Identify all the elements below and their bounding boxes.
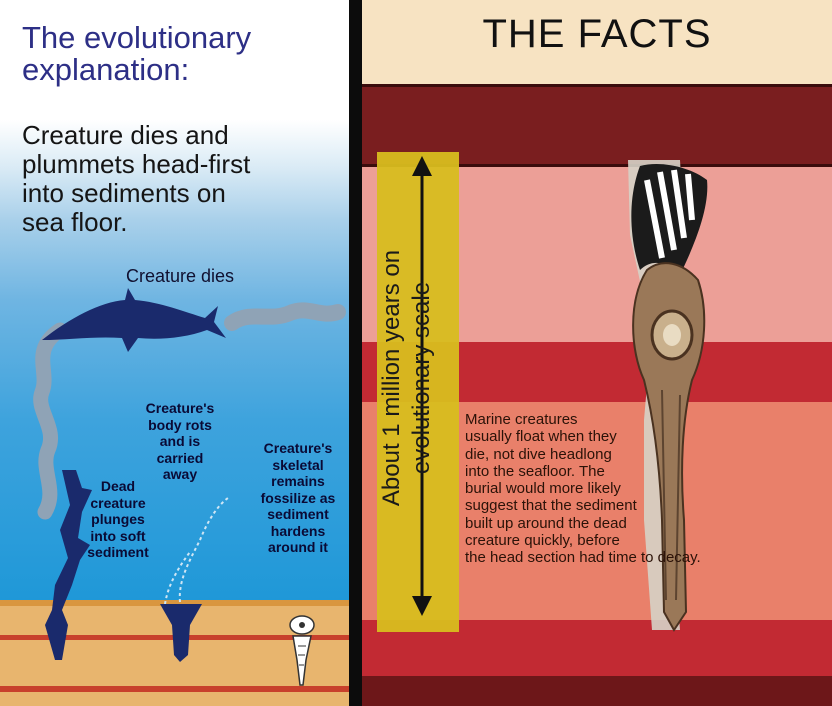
label-line: Creature's — [140, 400, 220, 417]
intro-text: Creature dies and plummets head-first in… — [22, 121, 342, 237]
intro-line: Creature dies and — [22, 121, 342, 150]
facts-line: suggest that the sediment — [465, 497, 770, 514]
label-line: plunges — [73, 511, 163, 528]
title-line-1: The evolutionary — [22, 22, 251, 54]
label-line: creature — [73, 495, 163, 512]
facts-line: creature quickly, before — [465, 532, 770, 549]
sinking-trail-top — [232, 310, 338, 323]
facts-line: into the seafloor. The — [465, 463, 770, 480]
evolutionary-explanation-panel: The evolutionary explanation: Creature d… — [0, 0, 349, 706]
label-line: body rots — [140, 417, 220, 434]
panel-divider — [349, 0, 362, 706]
facts-line: Marine creatures — [465, 411, 770, 428]
scale-label-line-1: About 1 million years on — [377, 198, 407, 558]
label-line: away — [140, 466, 220, 483]
facts-line: built up around the dead — [465, 515, 770, 532]
facts-line: burial would more likely — [465, 480, 770, 497]
facts-title: THE FACTS — [362, 12, 832, 56]
label-line: around it — [250, 539, 346, 556]
label-line: skeletal — [250, 457, 346, 474]
label-line: and is — [140, 433, 220, 450]
label-creature-dies: Creature dies — [126, 266, 234, 286]
label-rots: Creature's body rots and is carried away — [140, 400, 220, 483]
facts-line: the head section had time to decay. — [465, 549, 770, 566]
sinking-trail-side — [41, 330, 60, 512]
label-line: fossilize as — [250, 490, 346, 507]
facts-explanation: Marine creatures usually float when they… — [465, 411, 770, 567]
scale-label-line-2: evolutionary scale — [407, 198, 437, 558]
label-line: Creature's — [250, 440, 346, 457]
time-scale-label: About 1 million years on evolutionary sc… — [377, 198, 457, 558]
label-plunges: Dead creature plunges into soft sediment — [73, 478, 163, 561]
rotting-outline — [180, 498, 228, 602]
sediment-line-lower — [0, 686, 349, 692]
label-line: hardens — [250, 523, 346, 540]
intro-line: sea floor. — [22, 208, 342, 237]
facts-line: die, not dive headlong — [465, 446, 770, 463]
label-line: carried — [140, 450, 220, 467]
label-line: into soft — [73, 528, 163, 545]
stratum-dark-2 — [362, 676, 832, 706]
dead-creature-icon — [42, 288, 226, 352]
label-line: remains — [250, 473, 346, 490]
label-line: sediment — [73, 544, 163, 561]
label-line: sediment — [250, 506, 346, 523]
intro-line: plummets head-first — [22, 150, 342, 179]
ocean-scene — [0, 0, 349, 706]
facts-line: usually float when they — [465, 428, 770, 445]
evolutionary-title: The evolutionary explanation: — [22, 22, 251, 86]
intro-line: into sediments on — [22, 179, 342, 208]
title-line-2: explanation: — [22, 54, 251, 86]
label-fossilize: Creature's skeletal remains fossilize as… — [250, 440, 346, 556]
